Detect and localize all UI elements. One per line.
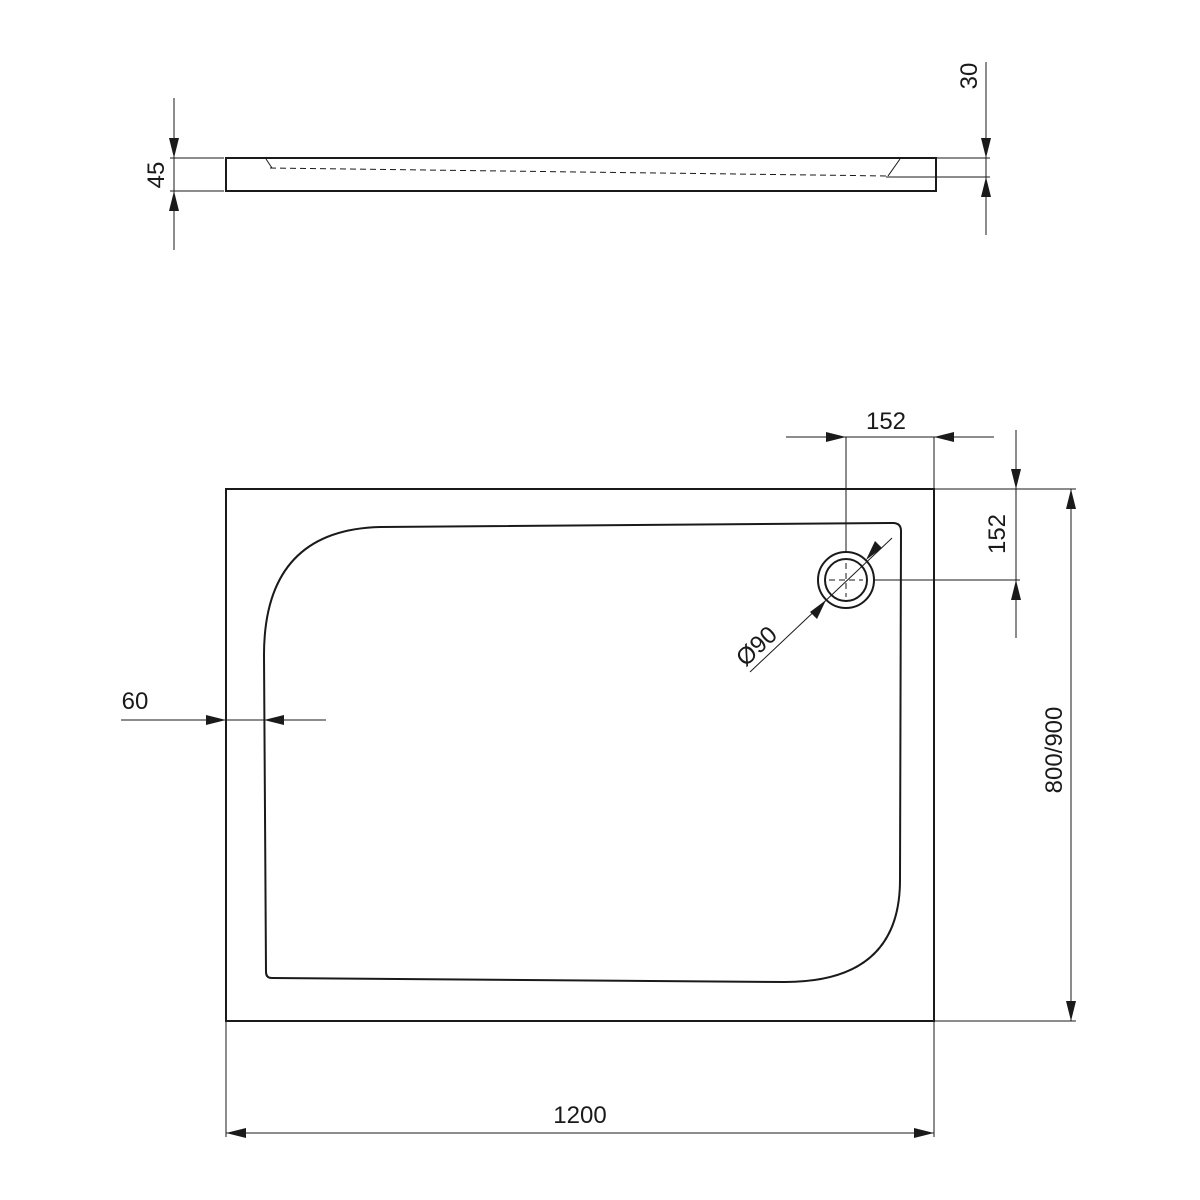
dim-width-arrow-right xyxy=(914,1128,934,1138)
dim-30-arrow-top xyxy=(981,138,991,158)
dim-152y-arrow-top xyxy=(1011,469,1021,489)
side-basin-right-slope xyxy=(887,158,901,177)
dim-depth-arrow-top xyxy=(1066,489,1076,509)
dim-152y-arrow-bottom xyxy=(1011,580,1021,600)
dim-60-arrow-right xyxy=(264,715,284,725)
tray-outline xyxy=(225,488,935,1022)
dim-152x-arrow-left xyxy=(826,432,846,442)
side-view: 45 30 xyxy=(143,62,991,250)
dim-30-label: 30 xyxy=(956,63,983,90)
dim-30-arrow-bottom xyxy=(981,177,991,197)
dim-45-arrow-top xyxy=(169,138,179,158)
dim-diameter-arrow-1 xyxy=(810,600,826,619)
basin-outline xyxy=(262,521,903,984)
dim-152x-label: 152 xyxy=(866,408,906,435)
side-basin-hidden-line xyxy=(269,167,891,177)
dim-diameter-arrow-2 xyxy=(866,541,882,560)
drain-inner-ring xyxy=(824,558,868,602)
dim-45-arrow-bottom xyxy=(169,191,179,211)
dim-width-arrow-left xyxy=(226,1128,246,1138)
dim-depth-arrow-bottom xyxy=(1066,1001,1076,1021)
dim-60-arrow-left xyxy=(206,715,226,725)
dim-152x-arrow-right xyxy=(934,432,954,442)
side-profile xyxy=(225,157,937,192)
dim-diameter-label: Ø90 xyxy=(731,621,783,672)
dim-45-label: 45 xyxy=(143,162,170,189)
dim-depth-label: 800/900 xyxy=(1041,707,1068,794)
dim-60-label: 60 xyxy=(122,688,149,715)
dim-152y-label: 152 xyxy=(984,514,1011,554)
top-view: Ø90 152 152 60 800 xyxy=(121,408,1076,1138)
side-basin-left-slope xyxy=(265,158,273,169)
dim-width-label: 1200 xyxy=(553,1102,606,1129)
